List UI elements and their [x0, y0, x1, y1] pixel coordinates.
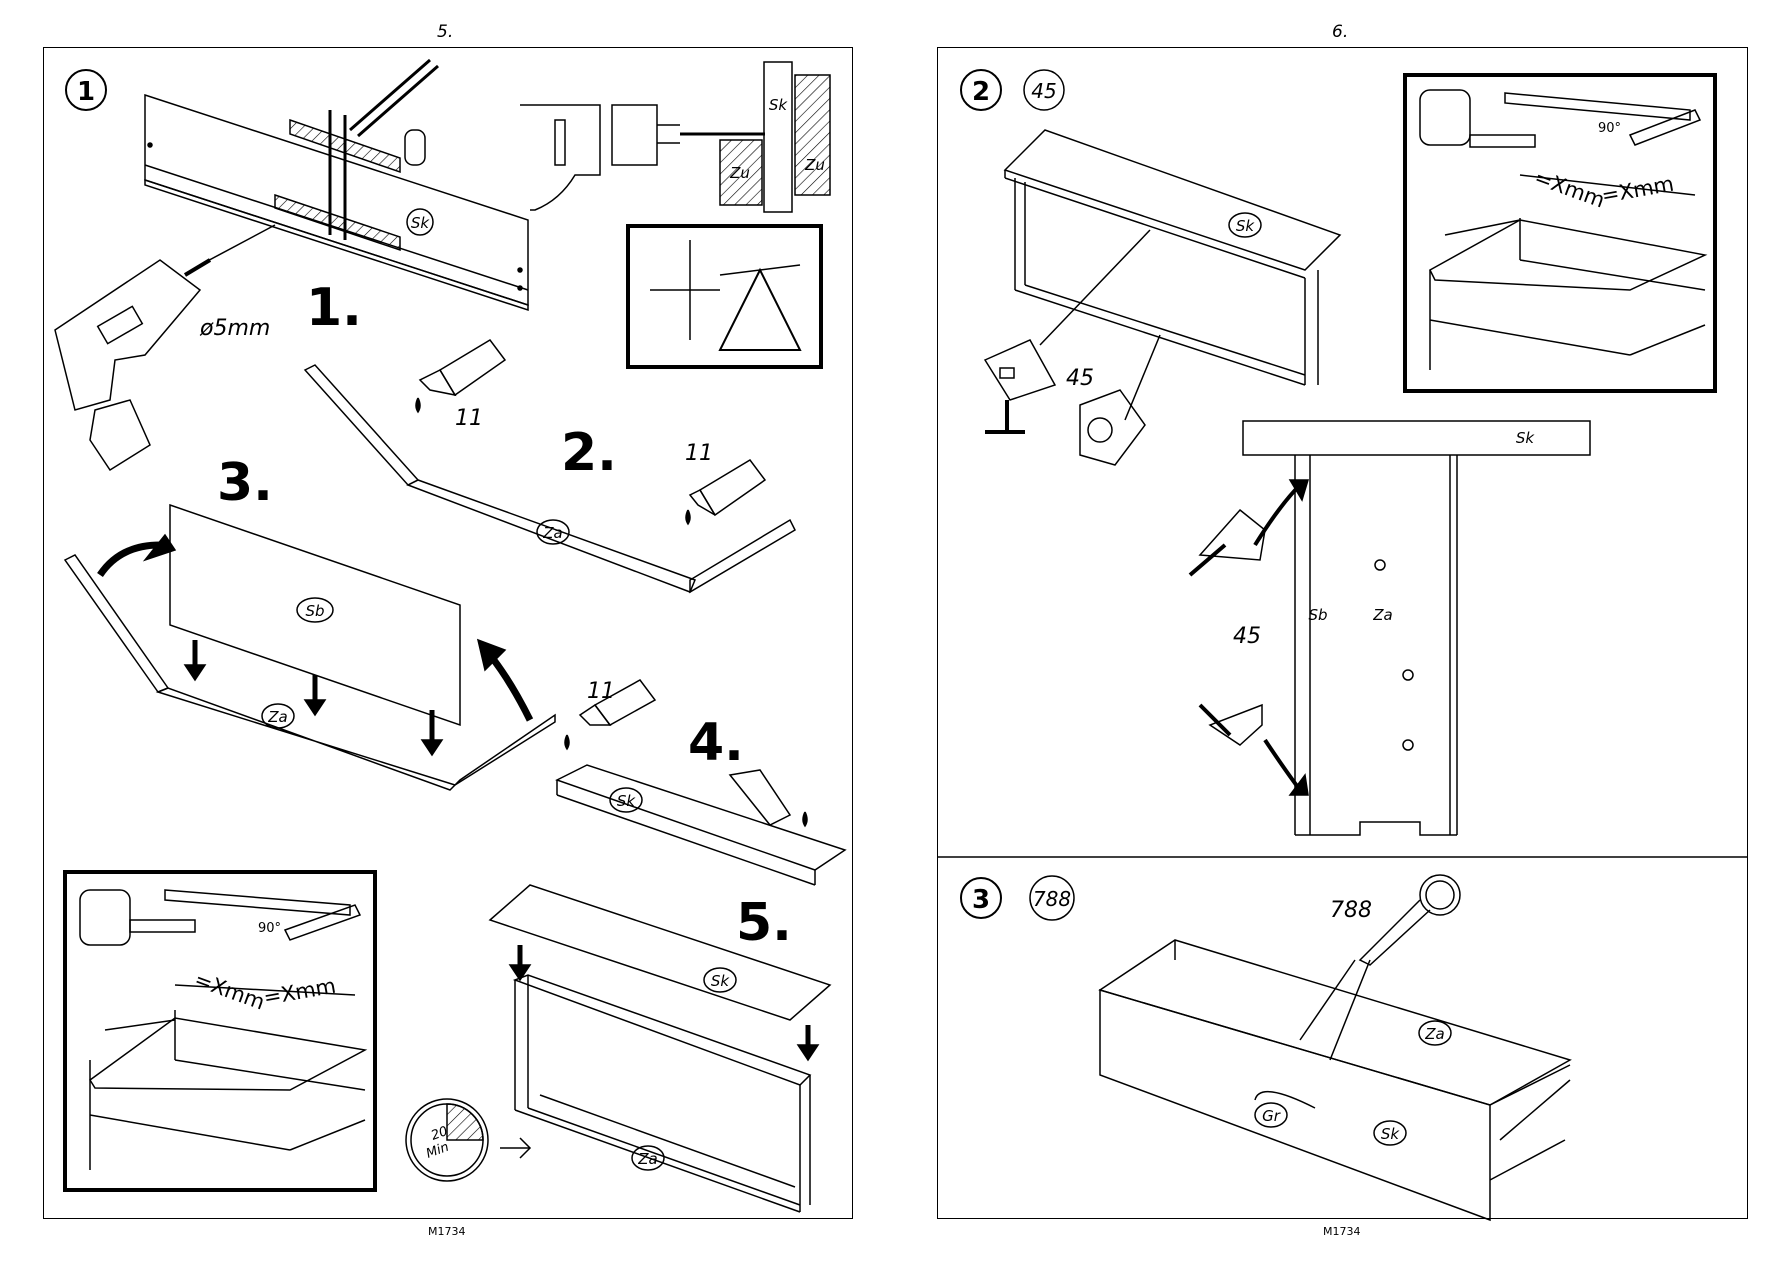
za-rails-step2 — [303, 364, 796, 594]
sk-panel-step4 — [555, 764, 847, 886]
substep-2-label: 2. — [561, 423, 617, 483]
page-code-right: M1734 — [1323, 1225, 1361, 1238]
part-sb-label: Sb — [305, 602, 324, 620]
substep-4-label: 4. — [688, 713, 744, 773]
part-sk-label-4: Sk — [711, 972, 731, 990]
drawer-step3 — [1098, 939, 1572, 1222]
part-za-r1: Za — [1372, 606, 1392, 624]
right-page-frame — [937, 47, 1748, 1219]
qty-45-label-2: 45 — [1233, 624, 1261, 649]
drill-detail — [520, 61, 831, 213]
part-zu-label-2: Zu — [804, 156, 825, 174]
glue-tube-icon-3 — [564, 679, 657, 751]
sb-panel-step3 — [63, 503, 556, 791]
part-45-badge — [1023, 69, 1065, 111]
part-zu-label-1: Zu — [729, 164, 750, 182]
left-page-frame — [43, 47, 853, 1219]
step-3-badge — [960, 877, 1002, 919]
part-45-number: 45 — [1031, 79, 1056, 103]
page-number-right: 6. — [1332, 22, 1349, 42]
part-za-label-2: Za — [267, 708, 287, 726]
part-sk-label-3: Sk — [617, 792, 637, 810]
glue-count-1: 11 — [455, 406, 483, 431]
part-sk-r2: Sk — [1516, 429, 1536, 447]
part-za-label-1: Za — [542, 524, 562, 542]
step-1-number: 1 — [77, 77, 95, 107]
part-za-label-3: Za — [637, 1150, 657, 1168]
xmm-label-left-1: =Xmm — [191, 967, 268, 1014]
glue-tube-icon-2 — [685, 459, 767, 526]
part-sk-label-2: Sk — [769, 96, 789, 114]
sk-panel-drilling — [144, 58, 529, 312]
step-2-badge — [960, 69, 1002, 111]
part-sk-r1: Sk — [1236, 217, 1256, 235]
substep-1-label: 1. — [306, 278, 362, 338]
warning-box — [626, 224, 823, 369]
angle-label-left: 90° — [258, 921, 281, 936]
part-gr-r: Gr — [1262, 1107, 1281, 1125]
xmm-label-left-2: =Xmm — [262, 974, 338, 1010]
page-code-left: M1734 — [428, 1225, 466, 1238]
glue-tube-icon-1 — [415, 339, 507, 414]
glue-tube-icon-4 — [728, 769, 808, 828]
step-3-number: 3 — [972, 885, 990, 915]
measure-box-right — [1403, 73, 1717, 393]
qty-45-label-1: 45 — [1066, 366, 1094, 391]
page-number-left: 5. — [437, 22, 454, 42]
qty-788-label: 788 — [1330, 898, 1372, 923]
screw-block-icon — [1079, 389, 1146, 466]
timer-icon — [405, 1098, 532, 1182]
timer-unit: Min — [424, 1140, 451, 1162]
part-sk-r3: Sk — [1381, 1125, 1401, 1143]
part-za-r2: Za — [1424, 1025, 1444, 1043]
measure-box-left — [63, 870, 377, 1192]
xmm-label-right-1: =Xmm — [1531, 165, 1608, 212]
bracket-connector-icon — [983, 339, 1057, 434]
part-sb-r: Sb — [1308, 606, 1327, 624]
drill-icon — [54, 224, 276, 472]
sk-frame-step2 — [1003, 129, 1342, 421]
part-788-number: 788 — [1033, 887, 1071, 911]
substep-5-label: 5. — [736, 893, 792, 953]
xmm-label-right-2: =Xmm — [1600, 172, 1676, 208]
part-sk-label-1: Sk — [411, 214, 431, 232]
drill-size-label: ø5mm — [199, 316, 270, 341]
timer-value: 20 — [429, 1124, 450, 1144]
step-1-badge — [65, 69, 107, 111]
frame-step5 — [488, 884, 832, 1213]
part-788-badge — [1029, 875, 1075, 921]
glue-count-3: 11 — [587, 679, 615, 704]
step-2-number: 2 — [972, 77, 990, 107]
screw-788-icon — [1358, 874, 1461, 966]
substep-3-label: 3. — [217, 453, 273, 513]
angle-label-right: 90° — [1598, 121, 1621, 136]
glue-count-2: 11 — [685, 441, 713, 466]
side-section-step2 — [1188, 420, 1591, 836]
